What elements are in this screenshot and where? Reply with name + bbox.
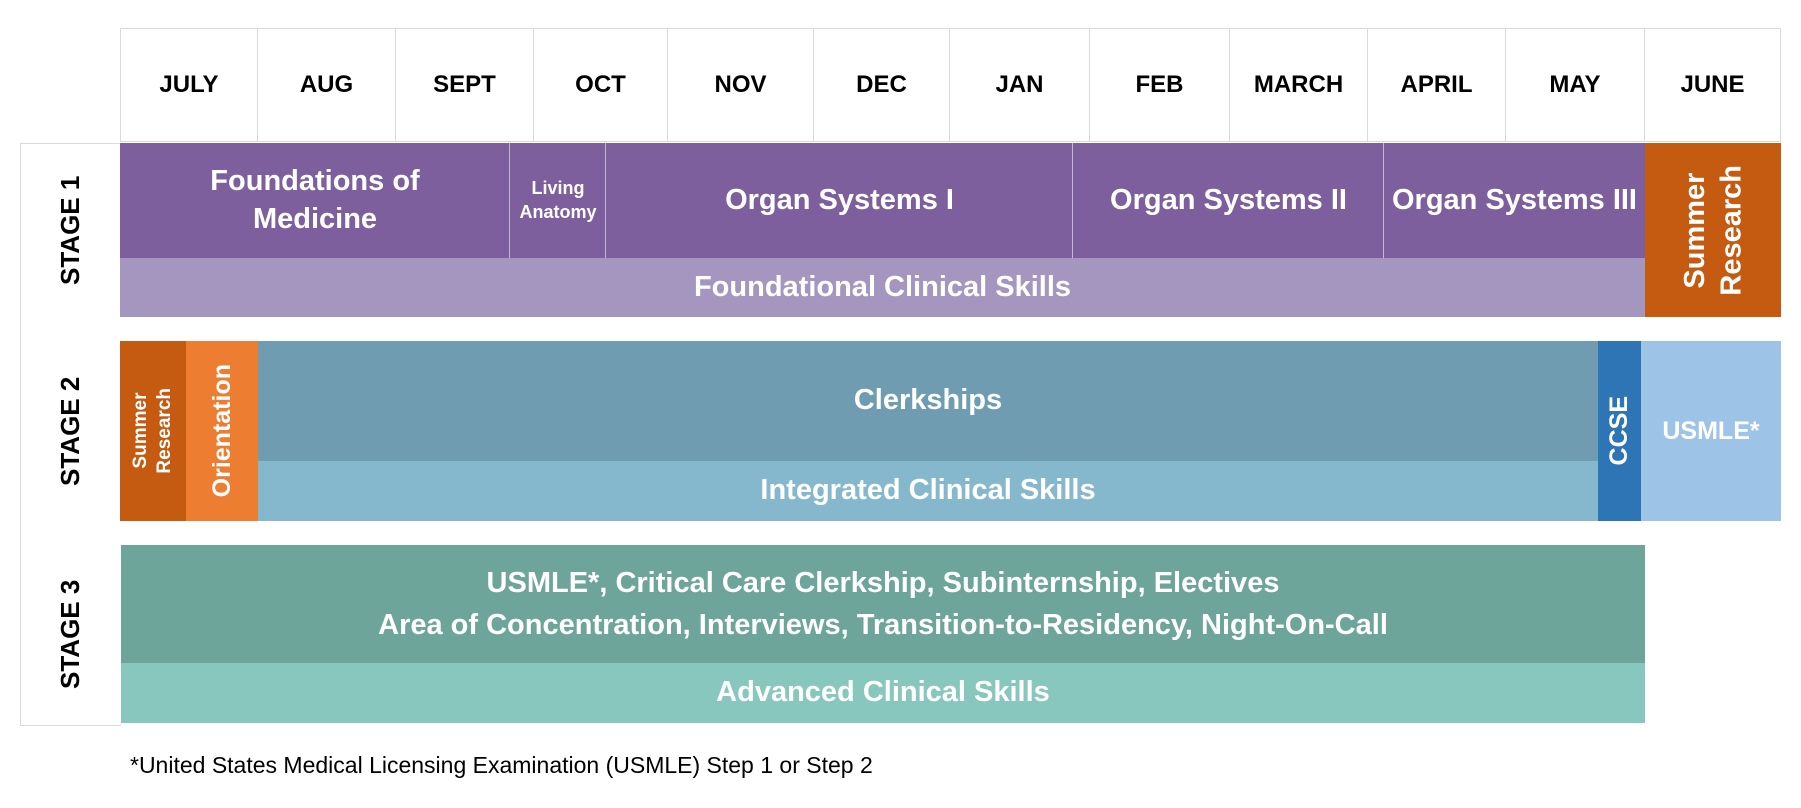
foundations-line-2: Medicine [252,202,378,235]
ccse-block: CCSE [1598,341,1641,521]
month-header-june: JUNE [1645,28,1781,142]
integrated-clinical-skills-block: Integrated Clinical Skills [258,461,1598,521]
month-header-may: MAY [1506,28,1645,142]
ccse-label: CCSE [1605,396,1634,466]
organ-systems-1-block: Organ Systems I [606,143,1073,258]
advanced-clinical-skills-block: Advanced Clinical Skills [121,663,1645,723]
divider [1072,143,1073,258]
month-header-sept: SEPT [396,28,534,142]
living-anatomy-line-1: Living [531,178,585,199]
month-header-oct: OCT [534,28,668,142]
stage-2-summer-research-block: Summer Research [120,341,186,521]
month-header-feb: FEB [1090,28,1230,142]
stage-3-line-2: Area of Concentration, Interviews, Trans… [378,609,1388,641]
foundations-of-medicine-block: Foundations of Medicine [120,143,510,258]
month-header-march: MARCH [1230,28,1368,142]
orientation-label: Orientation [207,364,236,498]
stage-label-column [20,143,121,726]
summer-research-line-1: Summer [1678,171,1711,289]
month-header-nov: NOV [668,28,814,142]
divider [509,143,510,258]
living-anatomy-line-2: Anatomy [519,201,597,222]
organ-systems-2-block: Organ Systems II [1073,143,1384,258]
month-header-aug: AUG [258,28,396,142]
divider [1383,143,1384,258]
foundational-clinical-skills-block: Foundational Clinical Skills [120,258,1645,317]
clerkships-block: Clerkships [258,341,1598,461]
living-anatomy-block: Living Anatomy [510,143,606,258]
month-header-july: JULY [120,28,258,142]
divider [605,143,606,258]
organ-systems-3-block: Organ Systems III [1384,143,1645,258]
stage-1-label: STAGE 1 [55,175,85,285]
month-header-jan: JAN [950,28,1090,142]
summer-research-line-1: Summer [130,392,152,470]
month-header-dec: DEC [814,28,950,142]
stage-3-activities-block: USMLE*, Critical Care Clerkship, Subinte… [121,545,1645,663]
summer-research-line-2: Research [154,388,175,474]
stage-2-label: STAGE 2 [55,376,85,486]
stage-3-label: STAGE 3 [55,579,85,689]
footnote: *United States Medical Licensing Examina… [130,752,873,778]
stage-1-summer-research-block: Summer Research [1645,143,1781,317]
month-header-april: APRIL [1368,28,1506,142]
stage-2-usmle-block: USMLE* [1641,341,1781,521]
foundations-line-1: Foundations of [210,164,420,197]
orientation-block: Orientation [186,341,258,521]
summer-research-line-2: Research [1715,164,1747,296]
stage-3-line-1: USMLE*, Critical Care Clerkship, Subinte… [486,566,1280,599]
